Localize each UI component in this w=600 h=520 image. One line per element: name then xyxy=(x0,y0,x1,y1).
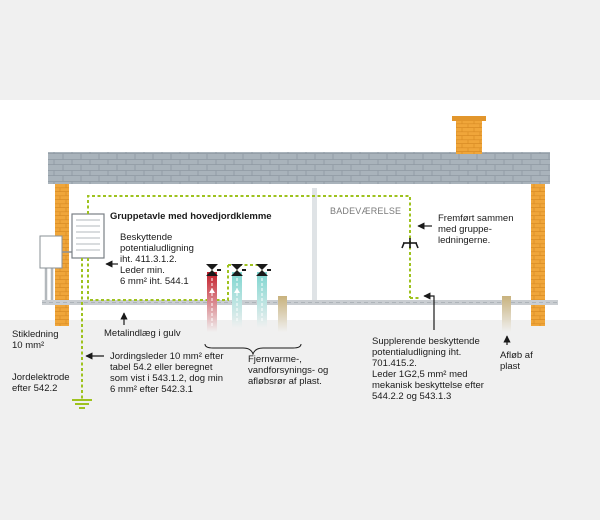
district-heating-pipe xyxy=(207,272,217,332)
svg-text:Stikledning: Stikledning xyxy=(12,329,58,340)
svg-text:Jordingsleder 10 mm² efter: Jordingsleder 10 mm² efter xyxy=(110,351,224,362)
svg-text:potentialudligning: potentialudligning xyxy=(120,243,194,254)
svg-text:701.415.2.: 701.415.2. xyxy=(372,358,417,369)
upper-band xyxy=(0,100,600,320)
equipotential-label: Beskyttende potentialudligning iht. 411.… xyxy=(120,232,194,287)
arrow-icon xyxy=(423,292,435,330)
earth-electrode-label: Jordelektrode efter 542.2 xyxy=(12,372,70,394)
wall-right xyxy=(531,184,545,326)
panel-title: Gruppetavle med hovedjordklemme xyxy=(110,211,272,222)
svg-text:544.2.2 og 543.1.3: 544.2.2 og 543.1.3 xyxy=(372,391,451,402)
svg-text:6 mm² iht. 544.1: 6 mm² iht. 544.1 xyxy=(120,276,189,287)
distribution-board xyxy=(71,213,105,259)
service-line-label: Stikledning 10 mm² xyxy=(12,329,58,351)
room-label: BADEVÆRELSE xyxy=(330,206,401,216)
drain-pipe-left xyxy=(278,296,287,332)
svg-text:mekanisk beskyttelse efter: mekanisk beskyttelse efter xyxy=(372,380,484,391)
floor xyxy=(42,300,558,305)
svg-text:Leder min.: Leder min. xyxy=(120,265,165,276)
routed-with-label: Fremført sammen med gruppe- ledningerne. xyxy=(438,213,513,246)
svg-text:Beskyttende: Beskyttende xyxy=(120,232,172,243)
svg-text:som vist i 543.1.2, dog min: som vist i 543.1.2, dog min xyxy=(110,373,223,384)
svg-text:plast: plast xyxy=(500,361,520,372)
earth-electrode-icon xyxy=(72,399,92,409)
svg-text:Supplerende beskyttende: Supplerende beskyttende xyxy=(372,336,480,347)
svg-text:Fremført sammen: Fremført sammen xyxy=(438,213,513,224)
svg-text:iht. 411.3.1.2.: iht. 411.3.1.2. xyxy=(120,254,177,265)
bathroom-connector xyxy=(401,238,419,249)
svg-text:Leder 1G2,5 mm² med: Leder 1G2,5 mm² med xyxy=(372,369,468,380)
bathroom-partition xyxy=(312,188,317,300)
metal-floor-label: Metalindlæg i gulv xyxy=(104,328,181,339)
svg-text:potentialudligning iht.: potentialudligning iht. xyxy=(372,347,461,358)
svg-text:med gruppe-: med gruppe- xyxy=(438,224,492,235)
earth-conductor-label: Jordingsleder 10 mm² efter tabel 54.2 el… xyxy=(110,351,224,395)
svg-text:ledningerne.: ledningerne. xyxy=(438,235,490,246)
svg-text:Jordelektrode: Jordelektrode xyxy=(12,372,70,383)
supplementary-label: Supplerende beskyttende potentialudligni… xyxy=(372,336,484,402)
svg-text:Fjernvarme-,: Fjernvarme-, xyxy=(248,354,302,365)
pipes-label: Fjernvarme-, vandforsynings- og afløbsrø… xyxy=(248,354,328,387)
svg-text:Afløb af: Afløb af xyxy=(500,350,533,361)
svg-text:6 mm² efter 542.3.1: 6 mm² efter 542.3.1 xyxy=(110,384,193,395)
chimney xyxy=(456,118,482,154)
svg-text:vandforsynings- og: vandforsynings- og xyxy=(248,365,328,376)
svg-text:tabel 54.2 eller beregnet: tabel 54.2 eller beregnet xyxy=(110,362,213,373)
valve-icon xyxy=(206,264,271,276)
meter-box xyxy=(39,235,63,269)
svg-text:efter 542.2: efter 542.2 xyxy=(12,383,57,394)
pipes-brace xyxy=(204,343,302,356)
svg-text:afløbsrør af plast.: afløbsrør af plast. xyxy=(248,376,322,387)
roof xyxy=(48,152,550,184)
drain-pipe-right xyxy=(502,296,511,332)
svg-text:10 mm²: 10 mm² xyxy=(12,340,44,351)
chimney-cap xyxy=(452,116,486,121)
drain-label: Afløb af plast xyxy=(500,350,533,372)
